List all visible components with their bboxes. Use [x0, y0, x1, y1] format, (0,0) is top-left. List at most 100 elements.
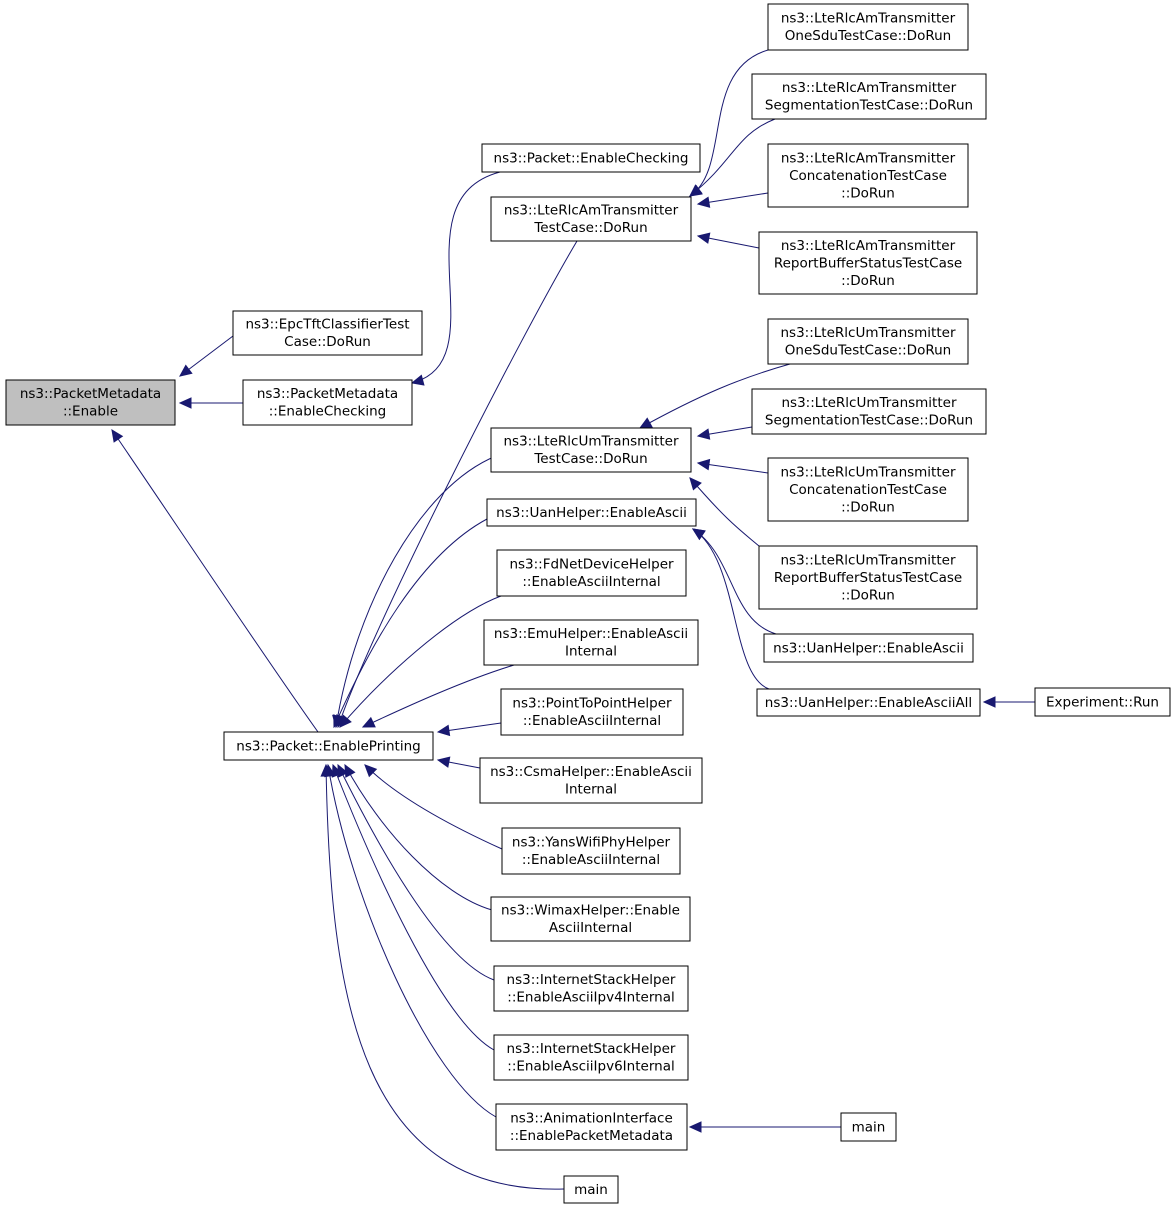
node-n9[interactable]: ns3::EmuHelper::EnableAsciiInternal [483, 619, 699, 666]
node-box[interactable] [232, 310, 423, 356]
node-label: ns3::LteRlcUmTransmitter [781, 552, 956, 568]
node-n26[interactable]: ns3::UanHelper::EnableAscii [763, 633, 974, 663]
node-box[interactable] [767, 143, 969, 208]
node-box[interactable] [751, 388, 987, 435]
node-n0[interactable]: ns3::PacketMetadata::Enable [5, 379, 176, 426]
node-label: ns3::LteRlcUmTransmitter [781, 325, 956, 341]
node-box[interactable] [481, 143, 701, 173]
node-label: ::EnableAsciiInternal [522, 852, 660, 868]
node-box[interactable] [490, 427, 692, 473]
node-n11[interactable]: ns3::CsmaHelper::EnableAsciiInternal [479, 757, 703, 804]
edge-n3-n0 [111, 429, 319, 733]
node-label: ns3::LteRlcAmTransmitter [504, 203, 679, 219]
node-label: ReportBufferStatusTestCase [774, 255, 962, 271]
node-n29[interactable]: main [840, 1112, 897, 1142]
node-n2[interactable]: ns3::PacketMetadata::EnableChecking [242, 379, 413, 426]
node-label: ::EnableAsciiIpv4Internal [507, 990, 674, 1006]
node-label: ::EnableAsciiInternal [522, 574, 660, 590]
node-label: ::EnableAsciiIpv6Internal [507, 1059, 674, 1075]
edge-line [111, 429, 319, 733]
arrowhead [179, 364, 193, 377]
node-n7[interactable]: ns3::UanHelper::EnableAscii [486, 498, 697, 527]
edge-n8-n3 [339, 595, 502, 728]
node-n4[interactable]: ns3::Packet::EnableChecking [481, 143, 701, 173]
node-label: ns3::InternetStackHelper [507, 1041, 676, 1057]
node-box[interactable] [758, 231, 978, 295]
node-n27[interactable]: ns3::UanHelper::EnableAsciiAll [756, 688, 981, 717]
node-box[interactable] [751, 73, 987, 120]
node-box[interactable] [767, 318, 969, 365]
arrowhead [982, 696, 996, 708]
arrowhead [178, 397, 192, 409]
node-label: ns3::LteRlcAmTransmitter [781, 150, 956, 166]
edge-n7-n3 [333, 518, 488, 729]
node-box[interactable] [5, 379, 176, 426]
node-box[interactable] [495, 1103, 688, 1151]
node-label: OneSduTestCase::DoRun [785, 343, 951, 359]
node-n16[interactable]: ns3::AnimationInterface::EnablePacketMet… [495, 1103, 688, 1151]
node-box[interactable] [486, 498, 697, 527]
edge-n23-n6 [696, 426, 753, 440]
node-label: ::DoRun [841, 499, 895, 515]
edge-line [692, 528, 777, 635]
node-box[interactable] [493, 1034, 689, 1081]
node-box[interactable] [479, 757, 703, 804]
node-box[interactable] [756, 688, 981, 717]
node-box[interactable] [767, 3, 969, 51]
edge-n13-n3 [344, 763, 493, 911]
node-box[interactable] [1034, 687, 1171, 717]
node-box[interactable] [767, 457, 969, 522]
node-box[interactable] [840, 1112, 897, 1142]
node-n10[interactable]: ns3::PointToPointHelper::EnableAsciiInte… [500, 688, 684, 736]
arrowhead [696, 428, 711, 440]
node-n19[interactable]: ns3::LteRlcAmTransmitterSegmentationTest… [751, 73, 987, 120]
node-label: Internal [565, 782, 617, 798]
arrowhead [696, 196, 711, 208]
arrowhead [320, 763, 332, 777]
node-n24[interactable]: ns3::LteRlcUmTransmitterConcatenationTes… [767, 457, 969, 522]
node-box[interactable] [483, 619, 699, 666]
node-box[interactable] [758, 545, 978, 610]
node-n14[interactable]: ns3::InternetStackHelper::EnableAsciiIpv… [493, 965, 689, 1012]
node-label: Case::DoRun [284, 334, 371, 350]
node-n12[interactable]: ns3::YansWifiPhyHelper::EnableAsciiInter… [501, 827, 681, 875]
node-box[interactable] [223, 731, 434, 761]
node-box[interactable] [242, 379, 413, 426]
node-n18[interactable]: ns3::LteRlcAmTransmitterOneSduTestCase::… [767, 3, 969, 51]
node-box[interactable] [501, 827, 681, 875]
node-n13[interactable]: ns3::WimaxHelper::EnableAsciiInternal [490, 896, 691, 942]
edge-line [344, 764, 493, 911]
node-box[interactable] [490, 896, 691, 942]
node-n17[interactable]: main [563, 1175, 619, 1204]
node-box[interactable] [763, 633, 974, 663]
node-n25[interactable]: ns3::LteRlcUmTransmitterReportBufferStat… [758, 545, 978, 610]
arrowhead [361, 716, 376, 728]
node-box[interactable] [493, 965, 689, 1012]
node-label: ns3::YansWifiPhyHelper [512, 835, 671, 851]
node-box[interactable] [500, 688, 684, 736]
arrowhead [688, 1121, 702, 1133]
node-label: ::Enable [63, 404, 118, 420]
node-box[interactable] [563, 1175, 619, 1204]
node-n8[interactable]: ns3::FdNetDeviceHelper::EnableAsciiInter… [496, 549, 687, 597]
edge-n15-n3 [331, 763, 495, 1051]
node-n23[interactable]: ns3::LteRlcUmTransmitterSegmentationTest… [751, 388, 987, 435]
node-n15[interactable]: ns3::InternetStackHelper::EnableAsciiIpv… [493, 1034, 689, 1081]
node-n21[interactable]: ns3::LteRlcAmTransmitterReportBufferStat… [758, 231, 978, 295]
node-label: ::EnablePacketMetadata [510, 1128, 673, 1144]
node-box[interactable] [496, 549, 687, 597]
node-box[interactable] [490, 196, 692, 242]
node-label: TestCase::DoRun [533, 220, 647, 236]
node-n22[interactable]: ns3::LteRlcUmTransmitterOneSduTestCase::… [767, 318, 969, 365]
edge-n17-n3 [320, 763, 565, 1190]
node-n28[interactable]: Experiment::Run [1034, 687, 1171, 717]
edge-line [689, 118, 776, 197]
edge-line [337, 764, 495, 981]
node-n3[interactable]: ns3::Packet::EnablePrinting [223, 731, 434, 761]
node-label: ns3::UanHelper::EnableAscii [496, 505, 687, 521]
node-n20[interactable]: ns3::LteRlcAmTransmitterConcatenationTes… [767, 143, 969, 208]
